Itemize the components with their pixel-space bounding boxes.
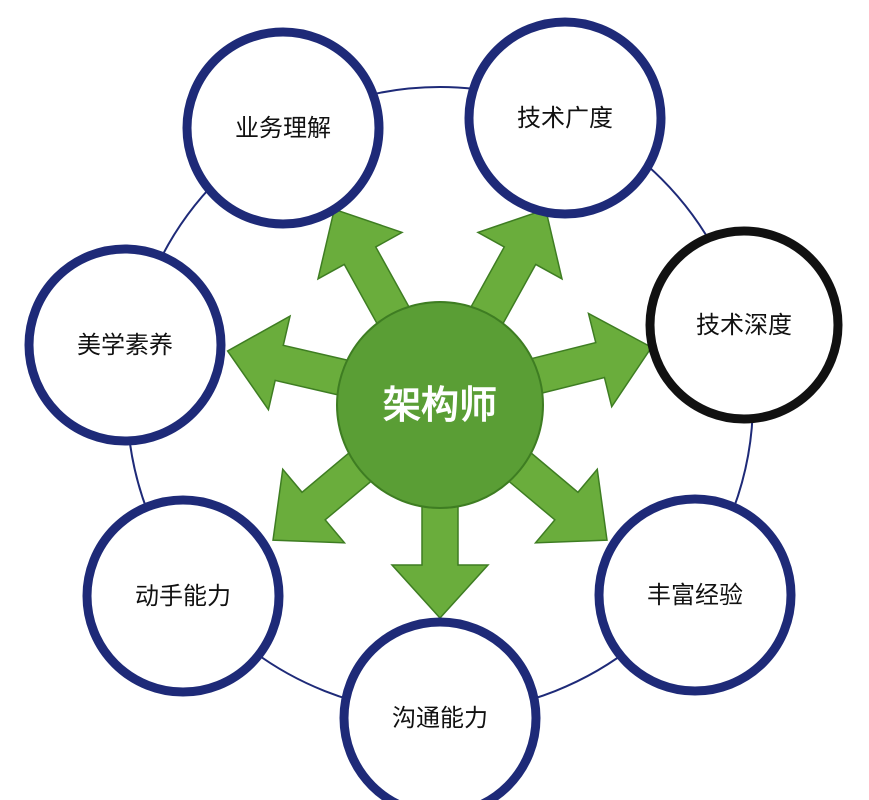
- node-label: 沟通能力: [392, 704, 488, 732]
- node-label: 技术广度: [517, 104, 613, 132]
- node-aesthetics: 美学素养: [24, 244, 226, 446]
- node-label: 动手能力: [135, 582, 231, 610]
- node-communication: 沟通能力: [339, 617, 541, 800]
- node-label: 丰富经验: [647, 581, 743, 609]
- arrows: [226, 208, 653, 620]
- node-label: 美学素养: [77, 331, 173, 359]
- center-label: 架构师: [383, 383, 497, 427]
- node-hands-on: 动手能力: [82, 495, 284, 697]
- center-node: 架构师: [336, 301, 544, 509]
- node-tech-breadth: 技术广度: [464, 17, 666, 219]
- node-tech-depth: 技术深度: [645, 226, 843, 424]
- node-label: 业务理解: [235, 114, 331, 142]
- node-business: 业务理解: [182, 27, 384, 229]
- node-label: 技术深度: [696, 311, 792, 339]
- node-experience: 丰富经验: [594, 494, 796, 696]
